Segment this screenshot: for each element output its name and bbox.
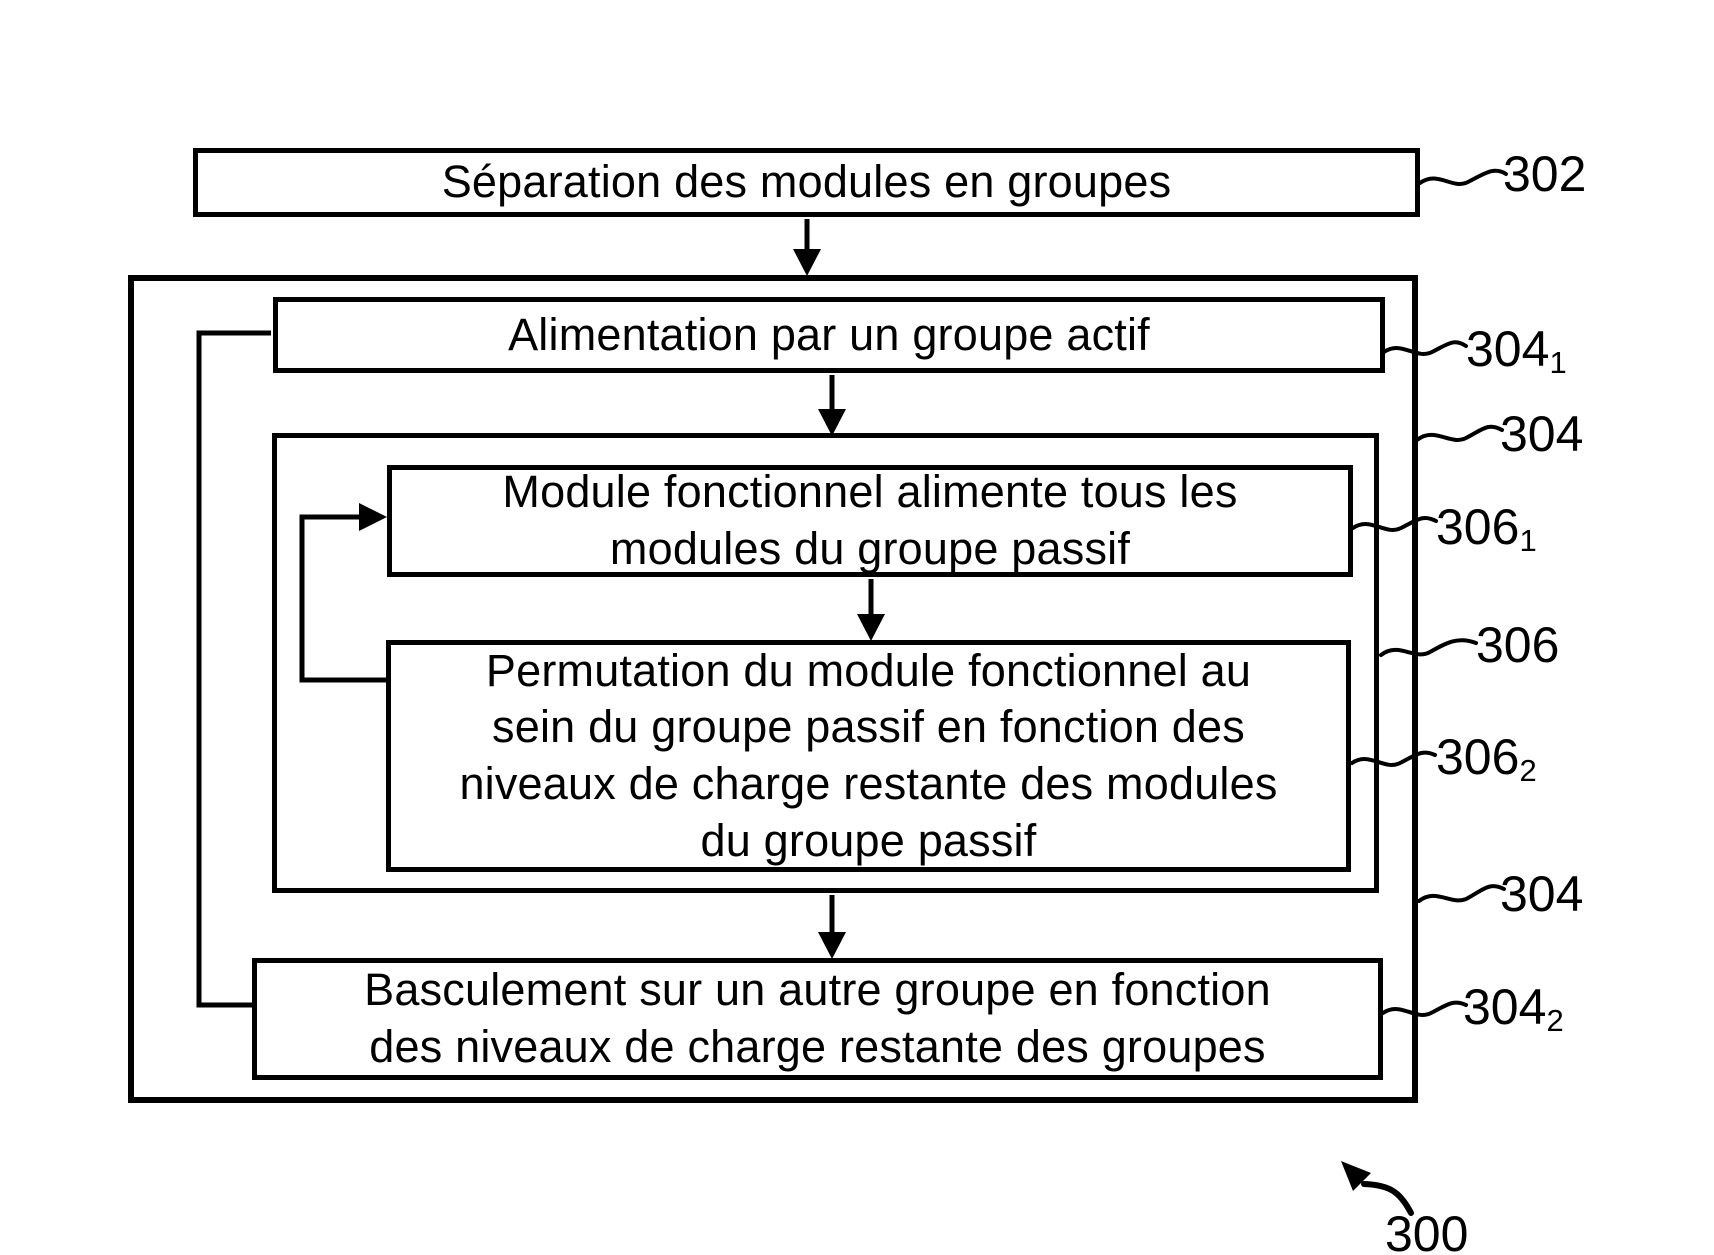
leader-304-top xyxy=(1415,424,1504,442)
ref-306-1-text: 306 xyxy=(1436,499,1520,555)
ref-label-304-2: 3042 xyxy=(1463,982,1564,1036)
ref-306-2-sub: 2 xyxy=(1519,753,1537,788)
step-text-module-fonctionnel: Module fonctionnel alimente tous les mod… xyxy=(502,466,1238,574)
step-box-alimentation: Alimentation par un groupe actif xyxy=(273,297,1385,373)
ref-304-1-sub: 1 xyxy=(1549,345,1567,380)
ref-300-text: 300 xyxy=(1385,1206,1469,1255)
ref-304-2-sub: 2 xyxy=(1546,1003,1564,1038)
ref-306-text: 306 xyxy=(1476,617,1560,673)
ref-label-306-1: 3061 xyxy=(1436,502,1537,556)
ref-label-306: 306 xyxy=(1476,620,1559,674)
step-text-alimentation: Alimentation par un groupe actif xyxy=(508,308,1150,360)
step-text-permutation: Permutation du module fonctionnel au sei… xyxy=(459,644,1278,866)
ref-label-302: 302 xyxy=(1503,149,1586,203)
arrowhead-down-1 xyxy=(793,249,821,276)
leader-304-bottom xyxy=(1417,884,1506,903)
step-text-basculement: Basculement sur un autre groupe en fonct… xyxy=(364,964,1271,1072)
ref-label-304-top: 304 xyxy=(1500,409,1583,463)
arrowhead-figure-300 xyxy=(1341,1161,1371,1191)
ref-306-2-text: 306 xyxy=(1436,729,1520,785)
outer-group-box-304 xyxy=(128,275,1418,1103)
ref-306-1-sub: 1 xyxy=(1519,523,1537,558)
ref-304-1-text: 304 xyxy=(1466,321,1550,377)
leader-302 xyxy=(1418,168,1508,186)
ref-label-304-1: 3041 xyxy=(1466,324,1567,378)
ref-302-text: 302 xyxy=(1503,146,1587,202)
step-box-basculement: Basculement sur un autre groupe en fonct… xyxy=(252,958,1383,1080)
step-box-separation: Séparation des modules en groupes xyxy=(193,148,1420,217)
ref-label-306-2: 3062 xyxy=(1436,732,1537,786)
ref-304-bottom-text: 304 xyxy=(1500,866,1584,922)
step-text-separation: Séparation des modules en groupes xyxy=(441,156,1172,208)
ref-304-2-text: 304 xyxy=(1463,979,1547,1035)
ref-label-300: 300 xyxy=(1385,1209,1468,1255)
ref-label-304-bottom: 304 xyxy=(1500,869,1583,923)
ref-304-top-text: 304 xyxy=(1500,406,1584,462)
step-box-module-fonctionnel: Module fonctionnel alimente tous les mod… xyxy=(387,465,1353,577)
step-box-permutation: Permutation du module fonctionnel au sei… xyxy=(386,640,1351,872)
